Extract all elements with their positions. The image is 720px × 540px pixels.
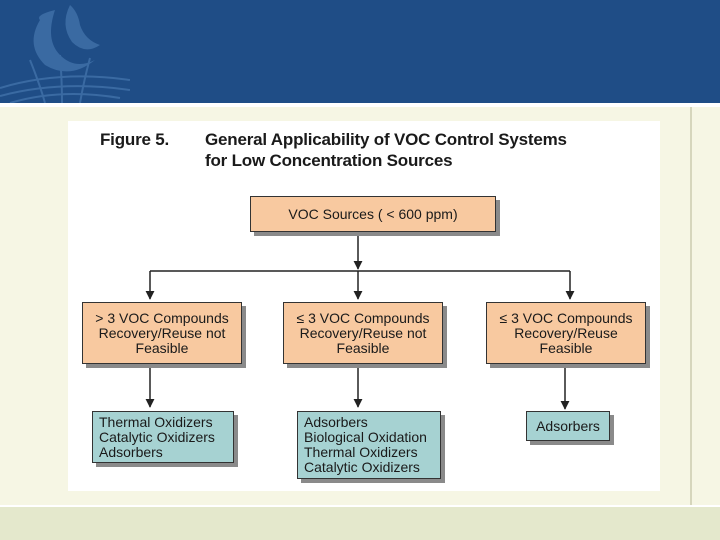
- control-item: Catalytic Oxidizers: [99, 428, 215, 445]
- condition-line: ≤ 3 VOC Compounds: [499, 309, 633, 326]
- condition-line: Feasible: [135, 339, 189, 356]
- root-box: VOC Sources ( < 600 ppm): [250, 196, 496, 232]
- root-box-label: VOC Sources ( < 600 ppm): [288, 205, 458, 222]
- control-box: Thermal Oxidizers Catalytic Oxidizers Ad…: [92, 411, 234, 463]
- condition-line: Feasible: [539, 339, 593, 356]
- flame-logo-icon: [0, 5, 130, 103]
- condition-box: > 3 VOC Compounds Recovery/Reuse not Fea…: [82, 302, 242, 364]
- figure-title: General Applicability of VOC Control Sys…: [205, 129, 655, 171]
- condition-line: > 3 VOC Compounds: [95, 309, 229, 326]
- footer-gap: [0, 505, 720, 507]
- right-divider: [690, 107, 692, 507]
- control-item: Adsorbers: [99, 443, 163, 460]
- footer-band: [0, 507, 720, 540]
- condition-line: Recovery/Reuse not: [98, 324, 226, 341]
- figure-title-line: for Low Concentration Sources: [205, 151, 453, 170]
- figure-title-line: General Applicability of VOC Control Sys…: [205, 130, 567, 149]
- control-item: Thermal Oxidizers: [99, 413, 213, 430]
- control-item: Catalytic Oxidizers: [304, 459, 420, 475]
- control-box: Adsorbers: [526, 411, 610, 441]
- condition-box: ≤ 3 VOC Compounds Recovery/Reuse not Fea…: [283, 302, 443, 364]
- condition-box: ≤ 3 VOC Compounds Recovery/Reuse Feasibl…: [486, 302, 646, 364]
- control-item: Thermal Oxidizers: [304, 444, 418, 460]
- condition-line: ≤ 3 VOC Compounds: [296, 309, 430, 326]
- condition-line: Feasible: [336, 339, 390, 356]
- header-underline: [0, 103, 720, 107]
- control-item: Biological Oxidation: [304, 429, 427, 445]
- diagram-connectors: [145, 232, 575, 410]
- figure-label: Figure 5.: [100, 130, 170, 149]
- header-band: [0, 0, 720, 103]
- figure-panel: Figure 5. General Applicability of VOC C…: [68, 121, 660, 491]
- control-box: Adsorbers Biological Oxidation Thermal O…: [297, 411, 441, 479]
- control-item: Adsorbers: [304, 414, 368, 430]
- control-item: Adsorbers: [536, 417, 600, 434]
- condition-line: Recovery/Reuse not: [299, 324, 427, 341]
- condition-line: Recovery/Reuse: [514, 324, 618, 341]
